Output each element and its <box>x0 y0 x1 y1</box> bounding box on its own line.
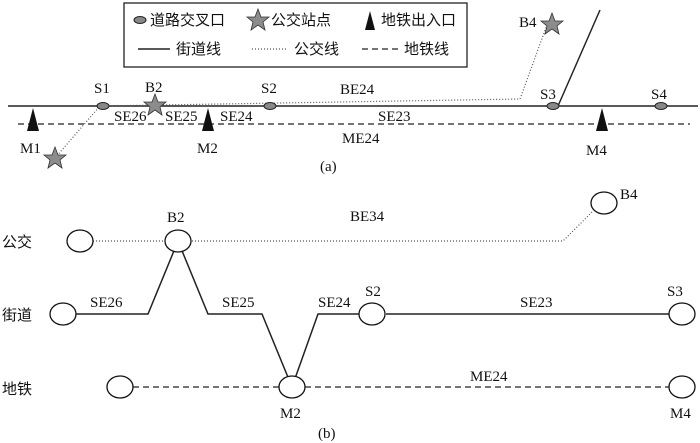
node-b4 <box>590 191 618 215</box>
label-se23-b: SE23 <box>520 295 553 311</box>
street-branch-line <box>557 9 601 107</box>
part-b-network: 公交 街道 地铁 B2 B4 S2 S3 M2 M4 BE34 SE26 <box>2 187 696 442</box>
label-node-m2: M2 <box>280 406 301 422</box>
legend-box <box>123 2 468 68</box>
label-me24-b: ME24 <box>470 369 508 385</box>
label-b4: B4 <box>519 15 537 31</box>
label-be34: BE34 <box>350 209 385 225</box>
bus-stop-b2 <box>142 92 168 116</box>
node-s2 <box>358 302 386 326</box>
legend: 道路交叉口 公交站点 地铁出入口 街道线 公交线 地铁线 <box>123 2 468 68</box>
legend-intersection: 道路交叉口 <box>150 11 225 29</box>
node-metro-left <box>106 375 134 399</box>
intersection-s4 <box>654 102 668 110</box>
legend-metro-entrance: 地铁出入口 <box>381 11 456 29</box>
bus-edge-be34 <box>192 210 594 242</box>
bus-stop-icon <box>245 7 271 31</box>
label-node-b2: B2 <box>167 210 185 226</box>
street-edge-se26 <box>76 240 179 315</box>
label-m2-a: M2 <box>197 141 218 157</box>
label-m1: M1 <box>20 141 41 157</box>
metro-entrance-m4 <box>596 108 608 131</box>
label-s4: S4 <box>651 87 667 103</box>
label-s1: S1 <box>94 81 110 97</box>
intersection-icon <box>133 16 147 24</box>
intersection-s1 <box>96 102 110 110</box>
label-node-m4: M4 <box>670 406 691 422</box>
row-label-metro: 地铁 <box>2 380 32 398</box>
label-node-s2: S2 <box>365 284 381 300</box>
label-b2: B2 <box>145 80 163 96</box>
label-m4-a: M4 <box>586 143 607 159</box>
legend-metro-line: 地铁线 <box>404 40 449 58</box>
metro-entrance-m2 <box>202 108 214 131</box>
label-se24-a: SE24 <box>220 109 253 125</box>
legend-bus-line: 公交线 <box>294 40 339 58</box>
caption-a: (a) <box>320 159 337 175</box>
caption-b: (b) <box>318 426 336 442</box>
part-a-map: S1 B2 S2 S3 S4 B4 BE24 SE26 SE25 SE24 SE… <box>8 9 698 175</box>
label-se25-a: SE25 <box>165 109 198 125</box>
label-node-b4: B4 <box>620 187 638 203</box>
label-node-s3: S3 <box>667 284 683 300</box>
node-m2 <box>278 375 306 399</box>
bus-stop-m1 <box>42 145 68 169</box>
legend-bus-stop: 公交站点 <box>271 11 331 29</box>
intersection-s2 <box>263 102 277 110</box>
node-bus-left <box>66 229 94 253</box>
metro-entrance-icon <box>365 11 375 30</box>
label-se24-b: SE24 <box>318 295 351 311</box>
street-edge-se25 <box>177 240 293 388</box>
label-se25-b: SE25 <box>222 295 255 311</box>
label-me24-a: ME24 <box>342 131 380 147</box>
intersection-s3 <box>546 102 560 110</box>
label-se23-a: SE23 <box>378 109 411 125</box>
row-label-street: 街道 <box>2 306 32 324</box>
metro-entrance-m1 <box>27 108 39 131</box>
label-s2: S2 <box>261 81 277 97</box>
label-se26-b: SE26 <box>90 295 123 311</box>
street-edge-se24 <box>291 313 359 388</box>
node-street-left <box>49 302 77 326</box>
node-b2 <box>164 229 192 253</box>
label-s3: S3 <box>540 87 556 103</box>
bus-stop-b4 <box>539 11 565 35</box>
node-s3 <box>668 302 696 326</box>
row-label-bus: 公交 <box>2 233 32 251</box>
label-be24: BE24 <box>340 82 375 98</box>
node-m4 <box>668 375 696 399</box>
label-se26-a: SE26 <box>114 109 147 125</box>
legend-street-line: 街道线 <box>176 40 221 58</box>
